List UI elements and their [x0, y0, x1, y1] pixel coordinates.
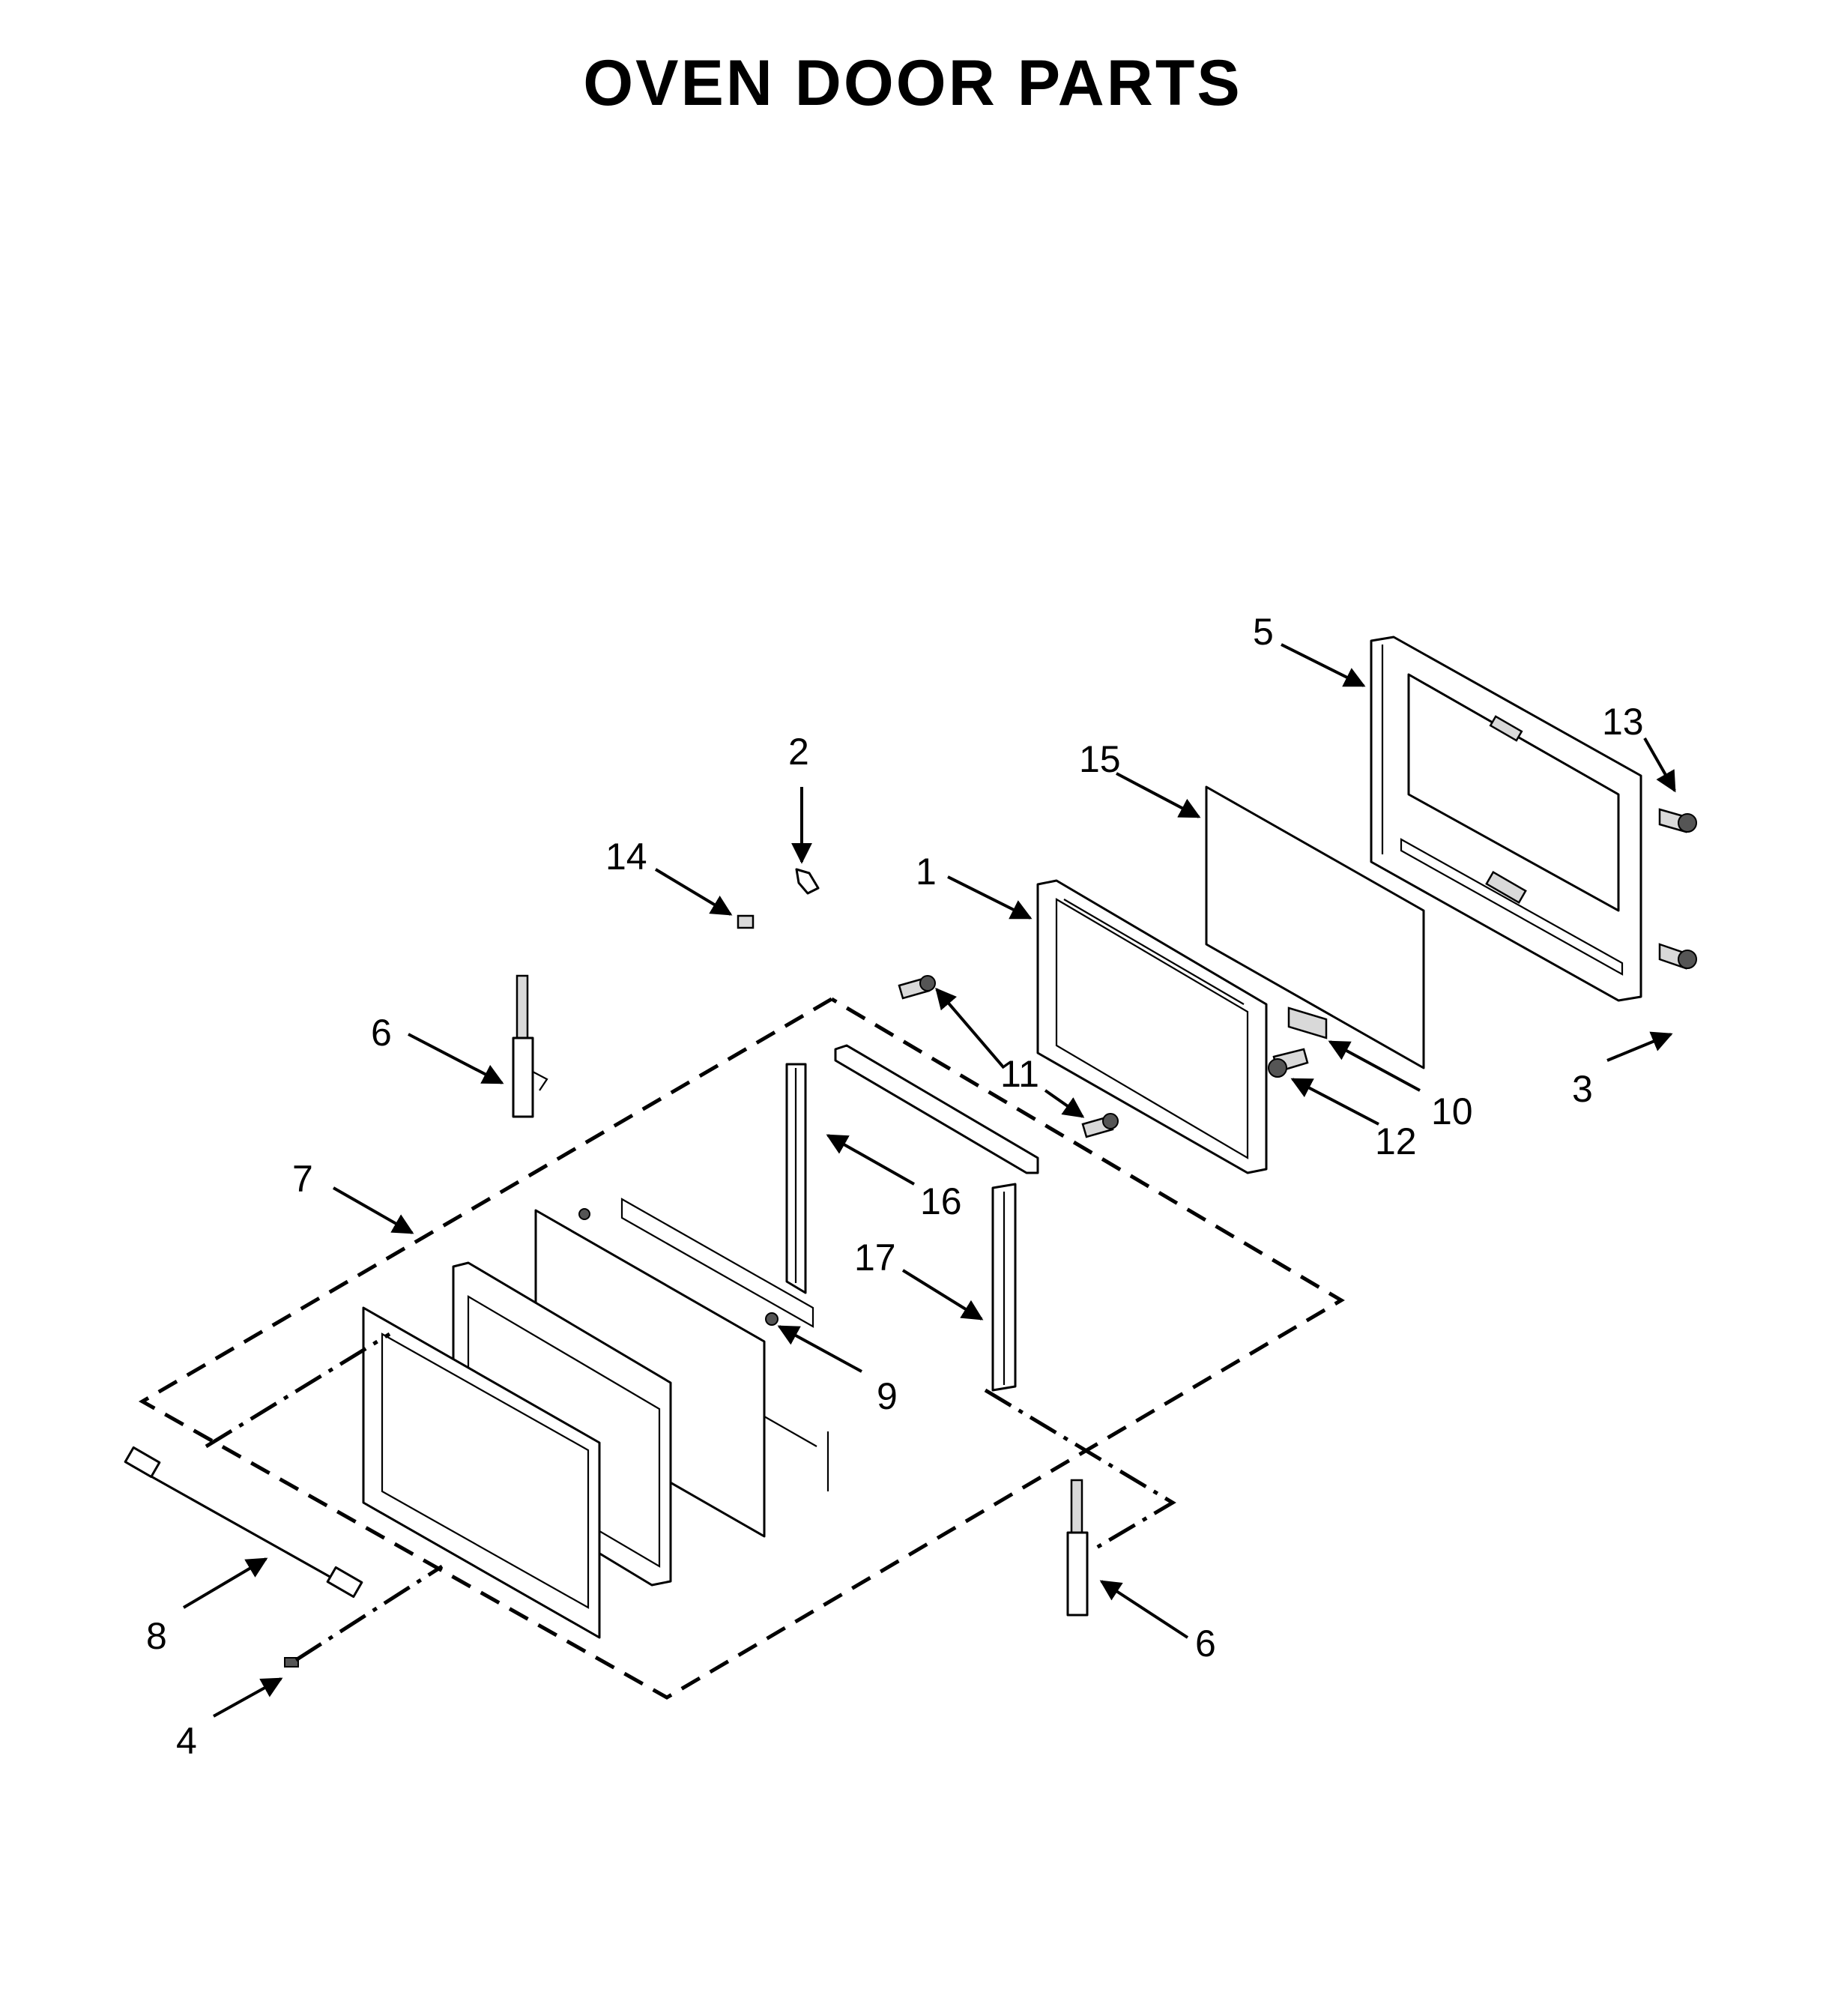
screw-part-11-lower: [1081, 1113, 1119, 1138]
callout-16: 17: [854, 1237, 896, 1279]
callout-3: 3: [1572, 1068, 1593, 1110]
callout-7: 7: [292, 1158, 313, 1200]
callout-5: 5: [1253, 611, 1274, 653]
callout-12: 12: [1375, 1120, 1417, 1162]
diagram-title: OVEN DOOR PARTS: [583, 47, 1242, 119]
callout-2: 2: [788, 731, 809, 773]
alignment-lines: [205, 1332, 1176, 1662]
callout-6-lower: 6: [1195, 1623, 1216, 1665]
door-liner-part: [1036, 879, 1268, 1174]
screw-part-11-upper: [898, 975, 936, 1000]
screw-part-12: [1268, 1048, 1309, 1078]
glass-panel-part: [1205, 785, 1425, 1069]
door-assembly-outline: [138, 997, 1345, 1700]
callout-10: 10: [1431, 1090, 1473, 1132]
outer-door-panel: [362, 1306, 601, 1639]
small-clip-part: [737, 914, 755, 929]
spacer-part: [284, 1657, 299, 1668]
hinge-part-upper: [512, 974, 548, 1118]
hinge-part-lower: [1066, 1479, 1089, 1617]
callout-8: 8: [146, 1615, 167, 1657]
side-channel-part-right: [991, 1183, 1017, 1392]
callout-9: 15: [1079, 738, 1121, 780]
door-handle-part: [124, 1446, 363, 1599]
callout-1: 1: [916, 851, 937, 893]
bracket-part: [1287, 1007, 1328, 1039]
callout-15: 16: [920, 1180, 962, 1222]
callout-17: 9: [877, 1375, 898, 1417]
callout-13: 13: [1602, 701, 1644, 743]
callout-4: 4: [176, 1720, 197, 1762]
clip-part: [795, 868, 820, 895]
callout-14: 14: [605, 836, 647, 878]
inner-door-frame-part: [1370, 636, 1642, 1002]
top-rail-part: [834, 1044, 1039, 1174]
side-channel-part: [785, 1063, 807, 1294]
callout-leaders: [182, 643, 1676, 1718]
callout-11: 11: [1000, 1053, 1039, 1095]
screw-part-3: [1658, 943, 1697, 970]
callout-labels: 5 13 15 1 2 14 6 11 10 12 3 16 17 9 7 8 …: [146, 611, 1644, 1762]
screw-part-13: [1658, 808, 1697, 833]
callout-6-upper: 6: [371, 1012, 392, 1054]
